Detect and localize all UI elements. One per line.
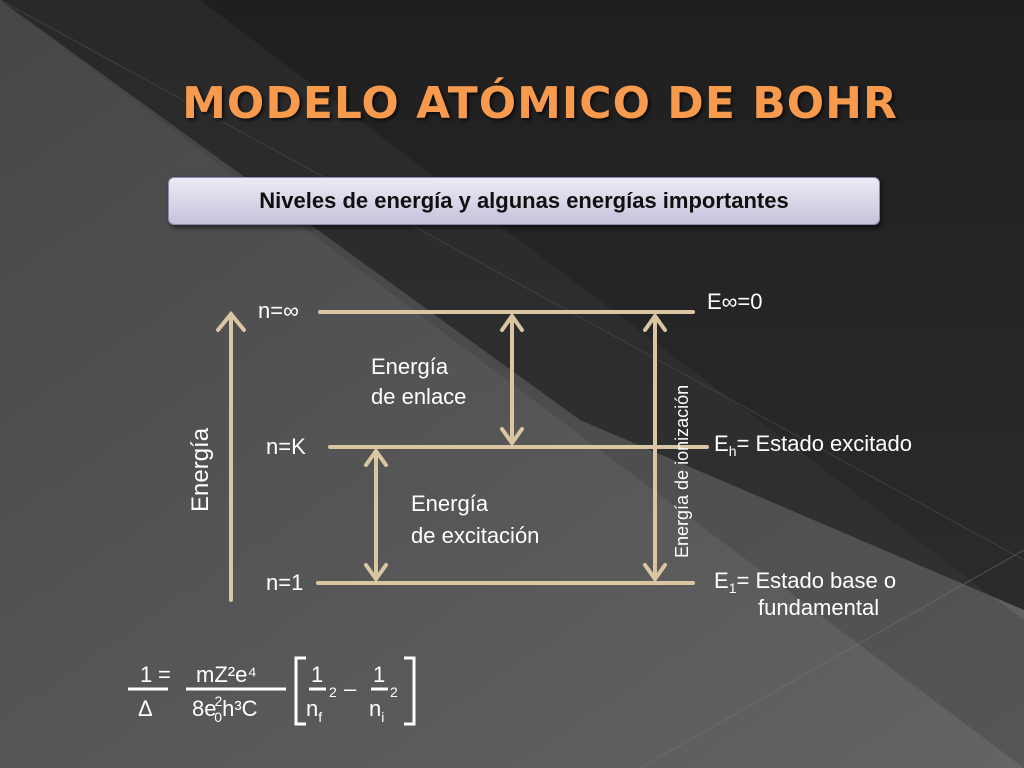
energy-label-e-1: E1= Estado base o: [714, 568, 897, 596]
energy-axis-arrowhead: [216, 310, 246, 332]
energy-label-e-1-continued: fundamental: [758, 595, 880, 620]
formula-term1-denominator: nf: [306, 696, 323, 725]
formula-term2-denominator: ni: [369, 696, 385, 725]
formula-mid-denominator: 8e20h³C: [192, 693, 258, 725]
slide-title: MODELO ATÓMICO DE BOHR: [182, 78, 898, 129]
formula-mid-numerator: mZ²e⁴: [196, 662, 257, 687]
level-label-n-inf: n=∞: [258, 298, 299, 323]
enlace-arrow-head-top: [500, 312, 524, 332]
energy-label-e-h: Eh= Estado excitado: [714, 431, 912, 459]
formula-term1-numerator: 1: [311, 662, 324, 687]
excitacion-arrow-head-bottom: [364, 563, 388, 583]
ionizacion-arrow-head-bottom: [643, 563, 667, 583]
formula-minus: –: [344, 676, 357, 701]
enlace-label: Energía de enlace: [371, 354, 467, 409]
level-label-n-1: n=1: [266, 570, 304, 595]
formula-lhs-denominator: Δ: [138, 696, 153, 721]
level-label-n-k: n=K: [266, 434, 306, 459]
excitacion-label: Energía de excitación: [411, 491, 540, 548]
ionizacion-arrow-head-top: [643, 312, 667, 332]
subtitle-box: Niveles de energía y algunas energías im…: [168, 177, 880, 225]
formula-term1-exponent: 2: [329, 684, 337, 700]
formula-lhs-numerator: 1: [140, 662, 153, 687]
subtitle-text: Niveles de energía y algunas energías im…: [259, 188, 789, 213]
excitacion-arrow-head-top: [364, 447, 388, 467]
energy-label-e-inf: E∞=0: [707, 289, 763, 314]
formula-term2-exponent: 2: [390, 684, 398, 700]
formula-equals: =: [158, 662, 171, 687]
enlace-arrow-head-bottom: [500, 427, 524, 447]
formula-term2-numerator: 1: [373, 662, 386, 687]
